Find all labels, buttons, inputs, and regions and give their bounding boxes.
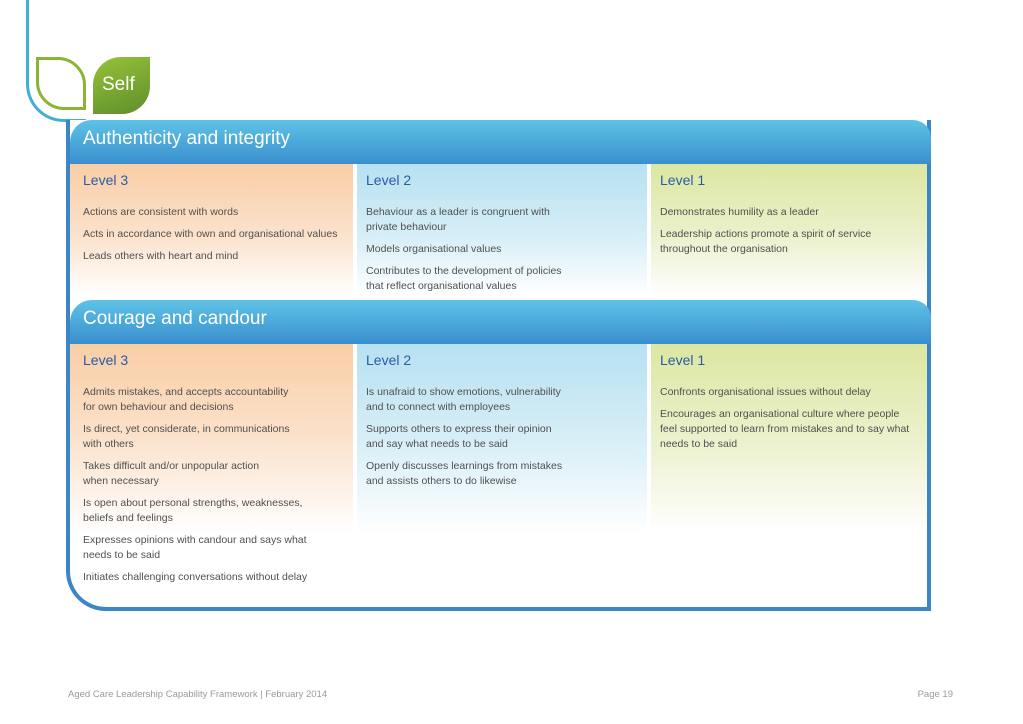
level-2-column: Level 2 Behaviour as a leader is congrue… — [357, 164, 647, 296]
list-item: Is direct, yet considerate, in communica… — [83, 423, 290, 450]
section-header-bar: Authenticity and integrity — [70, 120, 931, 164]
level-1-column: Level 1 Confronts organisational issues … — [651, 344, 927, 534]
list-item: Actions are consistent with words — [83, 206, 239, 218]
decorative-frame-line — [26, 0, 86, 122]
list-item: Behaviour as a leader is congruent with … — [366, 206, 550, 233]
list-item: Is unafraid to show emotions, vulnerabil… — [366, 386, 561, 413]
list-item: Models organisational values — [366, 243, 502, 255]
logo-label: Self — [102, 74, 135, 95]
level-3-column: Level 3 Actions are consistent with word… — [70, 164, 353, 296]
list-item: Takes difficult and/or unpopular action … — [83, 460, 260, 487]
section-authenticity-integrity: Authenticity and integrity Level 3 Actio… — [70, 120, 931, 296]
level-heading: Level 2 — [366, 352, 412, 368]
list-item: Initiates challenging conversations with… — [83, 571, 308, 583]
list-item: Is open about personal strengths, weakne… — [83, 497, 303, 524]
list-item: Openly discusses learnings from mistakes… — [366, 460, 563, 487]
level-heading: Level 1 — [660, 172, 706, 188]
list-item: Acts in accordance with own and organisa… — [83, 228, 338, 240]
section-header-bar: Courage and candour — [70, 300, 931, 344]
level-1-column: Level 1 Demonstrates humility as a leade… — [651, 164, 927, 296]
list-item: Expresses opinions with candour and says… — [83, 534, 307, 561]
leaf-solid-icon — [93, 57, 150, 114]
list-item: Leadership actions promote a spirit of s… — [660, 228, 872, 255]
list-item: Admits mistakes, and accepts accountabil… — [83, 386, 289, 413]
capability-table: Authenticity and integrity Level 3 Actio… — [66, 120, 931, 611]
list-item: Encourages an organisational culture whe… — [660, 408, 910, 450]
level-3-column: Level 3 Admits mistakes, and accepts acc… — [70, 344, 353, 583]
level-heading: Level 3 — [83, 172, 129, 188]
page-number: Page 19 — [917, 689, 953, 700]
leaf-outline-icon — [36, 57, 86, 110]
self-logo: Self — [36, 57, 152, 114]
level-heading: Level 3 — [83, 352, 129, 368]
list-item: Demonstrates humility as a leader — [660, 206, 819, 218]
level-heading: Level 1 — [660, 352, 706, 368]
section-title: Authenticity and integrity — [83, 128, 291, 149]
list-item: Supports others to express their opinion… — [366, 423, 552, 450]
list-item: Leads others with heart and mind — [83, 250, 239, 262]
level-2-column: Level 2 Is unafraid to show emotions, vu… — [357, 344, 647, 534]
section-title: Courage and candour — [83, 308, 267, 329]
footer-document-title: Aged Care Leadership Capability Framewor… — [68, 689, 328, 700]
level-heading: Level 2 — [366, 172, 412, 188]
section-courage-candour: Courage and candour Level 3 Admits mista… — [70, 300, 931, 607]
list-item: Contributes to the development of polici… — [366, 265, 562, 292]
list-item: Confronts organisational issues without … — [660, 386, 871, 398]
